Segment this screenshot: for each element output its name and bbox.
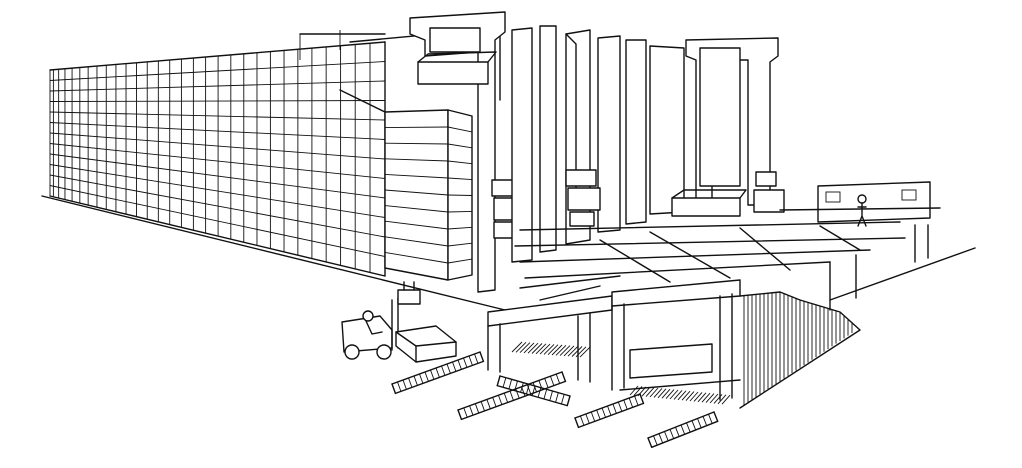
- transfer-platform: [487, 275, 621, 383]
- stacker-crane-2: [671, 37, 785, 217]
- control-cabin: [779, 181, 941, 263]
- crane-masts: [511, 25, 685, 263]
- conveyor-network: [514, 221, 906, 311]
- roller-conveyor-2: [457, 371, 567, 421]
- ground-line: [41, 195, 976, 311]
- roller-conveyor-4: [574, 393, 645, 429]
- pit-hatching: [739, 291, 861, 409]
- rack-front-block: [339, 27, 501, 281]
- forklift: [341, 297, 399, 360]
- pallet-load: [395, 325, 457, 363]
- hanging-load: [397, 281, 421, 305]
- roller-conveyor-1: [391, 351, 485, 395]
- roller-conveyor-5: [647, 411, 719, 449]
- lift-frame: [611, 279, 741, 401]
- rack-grid-left: [49, 30, 386, 277]
- floor-hatching: [511, 341, 731, 405]
- roller-conveyor-3: [496, 375, 571, 407]
- operator-figure: [857, 194, 867, 227]
